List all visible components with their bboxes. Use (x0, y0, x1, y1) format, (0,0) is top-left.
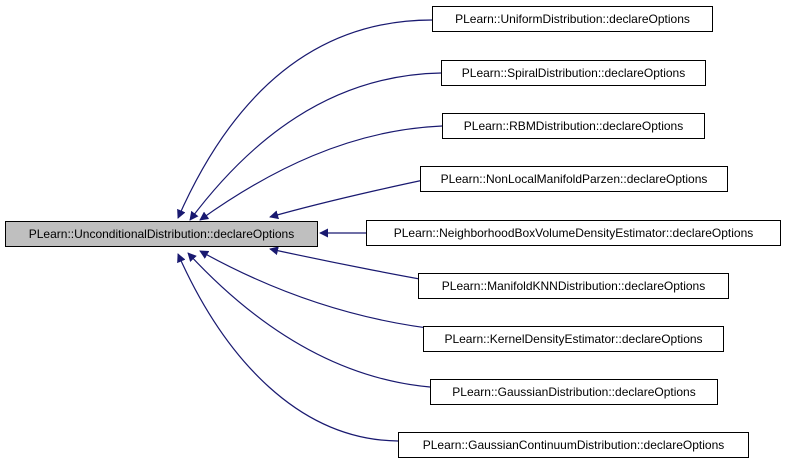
caller-node-label: PLearn::GaussianDistribution::declareOpt… (452, 385, 695, 399)
caller-node-kernel[interactable]: PLearn::KernelDensityEstimator::declareO… (423, 326, 724, 352)
caller-node-box (442, 113, 705, 139)
edge-rbm (199, 125, 443, 221)
caller-node-box (420, 166, 728, 192)
caller-node-box (418, 273, 729, 299)
caller-node-box (398, 432, 749, 458)
caller-node-rbm[interactable]: PLearn::RBMDistribution::declareOptions (442, 113, 705, 139)
caller-node-label: PLearn::SpiralDistribution::declareOptio… (462, 66, 685, 80)
caller-node-box (430, 379, 718, 405)
caller-node-neighborhood[interactable]: PLearn::NeighborhoodBoxVolumeDensityEsti… (366, 220, 781, 246)
caller-node-box (441, 60, 706, 86)
root-node[interactable]: PLearn::UnconditionalDistribution::decla… (5, 221, 318, 247)
caller-node-label: PLearn::GaussianContinuumDistribution::d… (423, 438, 725, 452)
caller-node-nonlocal[interactable]: PLearn::NonLocalManifoldParzen::declareO… (420, 166, 728, 192)
caller-node-label: PLearn::NonLocalManifoldParzen::declareO… (441, 172, 708, 186)
edge-uniform (177, 19, 433, 219)
caller-node-box (366, 220, 781, 246)
caller-node-label: PLearn::ManifoldKNNDistribution::declare… (442, 279, 705, 293)
caller-node-spiral[interactable]: PLearn::SpiralDistribution::declareOptio… (441, 60, 706, 86)
edge-gaussian (187, 252, 431, 388)
caller-node-uniform[interactable]: PLearn::UniformDistribution::declareOpti… (432, 6, 713, 32)
caller-node-box (423, 326, 724, 352)
caller-node-label: PLearn::RBMDistribution::declareOptions (464, 119, 683, 133)
root-node-box (5, 221, 318, 247)
caller-node-gaussian-continuum[interactable]: PLearn::GaussianContinuumDistribution::d… (398, 432, 749, 458)
caller-node-manifold[interactable]: PLearn::ManifoldKNNDistribution::declare… (418, 273, 729, 299)
edge-kernel (199, 250, 445, 331)
edge-spiral (189, 72, 442, 221)
caller-nodes: PLearn::UniformDistribution::declareOpti… (366, 6, 781, 458)
caller-node-gaussian[interactable]: PLearn::GaussianDistribution::declareOpt… (430, 379, 718, 405)
caller-node-box (432, 6, 713, 32)
caller-node-label: PLearn::KernelDensityEstimator::declareO… (444, 332, 702, 346)
caller-node-label: PLearn::UniformDistribution::declareOpti… (455, 12, 690, 26)
root-node-label: PLearn::UnconditionalDistribution::decla… (29, 227, 294, 241)
edge-gaussian-continuum (177, 253, 399, 442)
caller-node-label: PLearn::NeighborhoodBoxVolumeDensityEsti… (394, 226, 754, 240)
